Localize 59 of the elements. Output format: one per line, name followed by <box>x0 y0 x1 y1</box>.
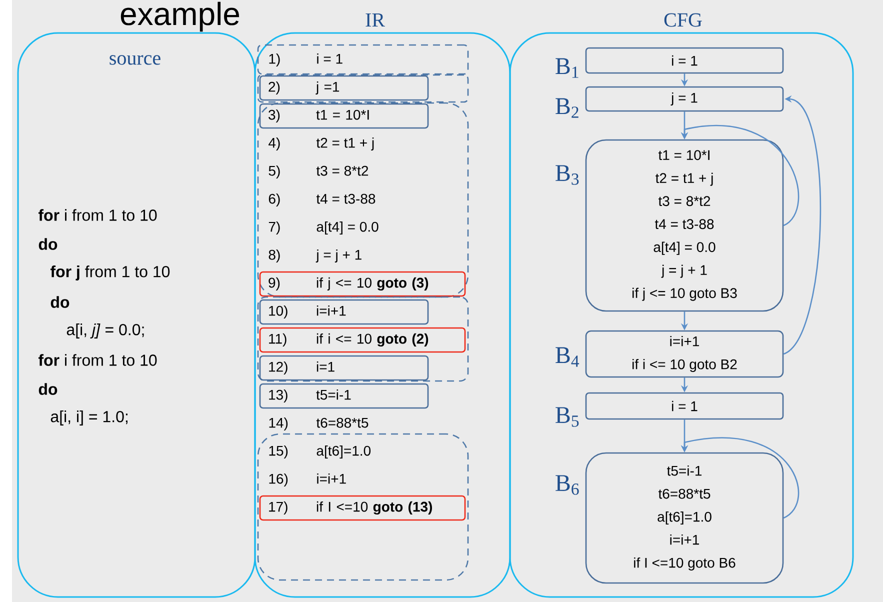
node-label: t2 = t1 + j <box>316 137 374 151</box>
node-label: 8) <box>268 249 280 263</box>
code-line: a[i, j] = 0.0; <box>66 324 144 338</box>
basic-block: t5=i-1 t6=88*t5 a[t6]=1.0 i=i+1 if I <=10 goto B6 <box>585 452 784 584</box>
node-label: i = 1 <box>317 53 342 64</box>
panel-heading: CFG <box>664 13 702 27</box>
code-line: 15) a[t6]=1.0 <box>269 445 371 459</box>
code-line: 8) j = j + 1 <box>268 249 362 263</box>
code-line: 14) t6=88*t5 <box>269 417 368 431</box>
code-line: do <box>38 238 58 250</box>
block-label: B$_{2}$ <box>556 98 578 118</box>
node-label: 1) <box>269 53 280 67</box>
basic-block: t1 = 10*I t2 = t1 + j t3 = 8*t2 t4 = t3-88 a[t4] = 0.0 j = j + 1 if j <= 10 goto B3 <box>585 139 784 312</box>
code-line: 6) t4 = t3-88 <box>268 193 376 207</box>
code-line: a[i, i] = 1.0; <box>50 410 128 426</box>
node-label: i=i+1 <box>670 534 699 545</box>
node-label: a[t4] = 0.0 <box>654 242 716 255</box>
node-label: 4) <box>268 137 280 151</box>
code-line: 7) a[t4] = 0.0 <box>268 221 378 235</box>
block-label: B$_{1}$ <box>556 58 578 78</box>
node-label: t2 = t1 + j <box>656 172 713 186</box>
node-label: t4 = t3-88 <box>654 219 714 230</box>
code-line: 5) t3 = 8*t2 <box>268 165 368 179</box>
slide-title: example <box>120 2 240 32</box>
code-line: 1) i = 1 <box>269 53 342 67</box>
node-label: t3 = 8*t2 <box>658 196 710 206</box>
panel-heading: source <box>110 55 160 65</box>
node-label: a[t6]=1.0 <box>658 511 712 525</box>
node-label: t3 = 8*t2 <box>316 166 368 176</box>
block-outline <box>257 74 469 103</box>
block-label: B$_{3}$ <box>556 165 579 185</box>
node-label: t6=88*t5 <box>658 488 710 499</box>
panel-heading: IR <box>366 13 385 27</box>
basic-block: i=i+1 if i <= 10 goto B2 <box>585 330 784 378</box>
block-label: B$_{5}$ <box>556 407 579 427</box>
node-label: 7) <box>268 221 280 235</box>
block-label: B$_{4}$ <box>556 347 580 367</box>
basic-block: i = 1 <box>585 47 784 74</box>
node-label: j = j + 1 <box>661 264 707 278</box>
node-label: a[t4] = 0.0 <box>316 221 378 235</box>
block-label: B$_{6}$ <box>556 475 579 495</box>
code-line: for j from 1 to 10 <box>50 266 170 280</box>
code-line: do <box>50 296 70 308</box>
node-label: if j <= 10 goto B3 <box>632 288 737 301</box>
node-label: 5) <box>268 165 280 179</box>
node-label: t1 = 10*I <box>658 150 710 160</box>
basic-block: i = 1 <box>585 392 784 420</box>
node-label: t4 = t3-88 <box>316 194 376 204</box>
code-line: for i from 1 to 10 <box>38 209 157 221</box>
node-label: t5=i-1 <box>667 465 702 476</box>
code-line: 16) i=i+1 <box>269 473 346 487</box>
block-outline <box>257 296 469 382</box>
code-line: for i from 1 to 10 <box>38 354 157 366</box>
node-label: if I <=10 goto B6 <box>634 557 736 571</box>
node-label: 6) <box>268 193 280 207</box>
code-line: do <box>38 383 58 395</box>
basic-block: j = 1 <box>585 86 784 112</box>
code-line: 4) t2 = t1 + j <box>268 137 374 151</box>
node-label: j = j + 1 <box>316 249 362 263</box>
